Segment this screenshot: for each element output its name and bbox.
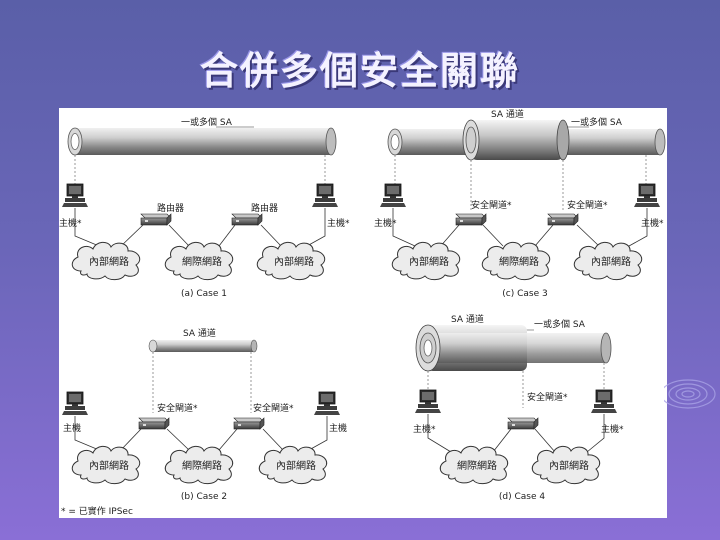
case4-caption: (d) Case 4 <box>499 492 545 502</box>
case-2: SA 通道 主機 主機 安全閘道* 安全閘道* 內部網路 網際網路 內部網路 (… <box>61 327 347 502</box>
case1-router-left-label: 路由器 <box>157 202 184 214</box>
case4-host-right-computer-icon <box>590 389 618 414</box>
ripple-decoration-icon <box>664 379 716 409</box>
case3-cloud-left-label: 內部網路 <box>409 255 449 268</box>
case4-gw-label: 安全閘道* <box>527 391 568 403</box>
case4-host-left-computer-icon <box>414 389 442 414</box>
case1-host-right-computer-icon <box>311 183 339 208</box>
case4-cloud-left-label: 網際網路 <box>457 459 497 472</box>
case3-caption: (c) Case 3 <box>502 289 547 299</box>
case3-gateway-right-icon <box>547 213 579 226</box>
case1-tube-label: 一或多個 SA <box>181 116 233 128</box>
case2-gw-right-label: 安全閘道* <box>253 402 294 414</box>
case3-cloud-right-label: 內部網路 <box>591 255 631 268</box>
case3-tunnel-label: SA 通道 <box>491 108 524 120</box>
case2-gw-left-label: 安全閘道* <box>157 402 198 414</box>
slide-title: 合併多個安全關聯 <box>199 49 520 93</box>
case3-gw-left-label: 安全閘道* <box>471 199 512 211</box>
case3-host-left-label: 主機* <box>374 217 397 229</box>
case4-gateway-icon <box>507 417 539 430</box>
case1-caption: (a) Case 1 <box>181 289 227 299</box>
case2-gateway-right-icon <box>233 417 265 430</box>
case3-cloud-mid-label: 網際網路 <box>499 255 539 268</box>
case1-cloud-left-label: 內部網路 <box>89 255 129 268</box>
case4-host-left-label: 主機* <box>413 423 436 435</box>
case2-sa-tube <box>152 340 255 352</box>
diagram-panel: 一或多個 SA 主機* 主機* 路由器 路由器 內部網路 網際網路 內部網路 (… <box>59 108 667 518</box>
case4-tunnel-label: SA 通道 <box>451 313 484 325</box>
case4-host-right-label: 主機* <box>601 423 624 435</box>
case1-host-left-label: 主機* <box>59 217 82 229</box>
case1-host-left-computer-icon <box>61 183 89 208</box>
case4-tube-label: 一或多個 SA <box>534 318 586 330</box>
case3-tube-label: 一或多個 SA <box>571 116 623 128</box>
case3-host-left-computer-icon <box>379 183 407 208</box>
case-1: 一或多個 SA 主機* 主機* 路由器 路由器 內部網路 網際網路 內部網路 (… <box>59 116 350 299</box>
case1-router-right-label: 路由器 <box>251 202 278 214</box>
case2-gateway-left-icon <box>138 417 170 430</box>
case1-cloud-mid-label: 網際網路 <box>182 255 222 268</box>
case2-cloud-right-label: 內部網路 <box>276 459 316 472</box>
case4-sa-tube <box>427 333 607 363</box>
case1-host-right-label: 主機* <box>327 217 350 229</box>
case2-cloud-left-label: 內部網路 <box>89 459 129 472</box>
case2-cloud-mid-label: 網際網路 <box>182 459 222 472</box>
case1-router-right-icon <box>231 213 263 226</box>
case-4: SA 通道 一或多個 SA 主機* 主機* 安全閘道* 網際網路 內部網路 (d… <box>413 313 624 502</box>
case2-host-left-computer-icon <box>61 391 89 416</box>
case1-router-left-icon <box>140 213 172 226</box>
case-3: SA 通道 一或多個 SA 主機* 主機* 安全閘道* 安全閘道* 內部網路 網… <box>374 108 666 299</box>
case2-caption: (b) Case 2 <box>181 492 227 502</box>
case2-tube-label: SA 通道 <box>183 327 216 339</box>
case3-gw-right-label: 安全閘道* <box>567 199 608 211</box>
case1-sa-tube <box>74 128 332 155</box>
case4-cloud-right-label: 內部網路 <box>549 459 589 472</box>
case3-sa-tunnel <box>471 120 563 160</box>
case2-host-right-computer-icon <box>313 391 341 416</box>
case2-host-right-label: 主機 <box>329 422 347 434</box>
case1-cloud-right-label: 內部網路 <box>274 255 314 268</box>
footnote: * = 已實作 IPSec <box>61 505 133 517</box>
case3-host-right-computer-icon <box>633 183 661 208</box>
diagram-canvas: 一或多個 SA 主機* 主機* 路由器 路由器 內部網路 網際網路 內部網路 (… <box>59 108 666 517</box>
case2-host-left-label: 主機 <box>63 422 81 434</box>
case3-host-right-label: 主機* <box>641 217 664 229</box>
case3-gateway-left-icon <box>455 213 487 226</box>
